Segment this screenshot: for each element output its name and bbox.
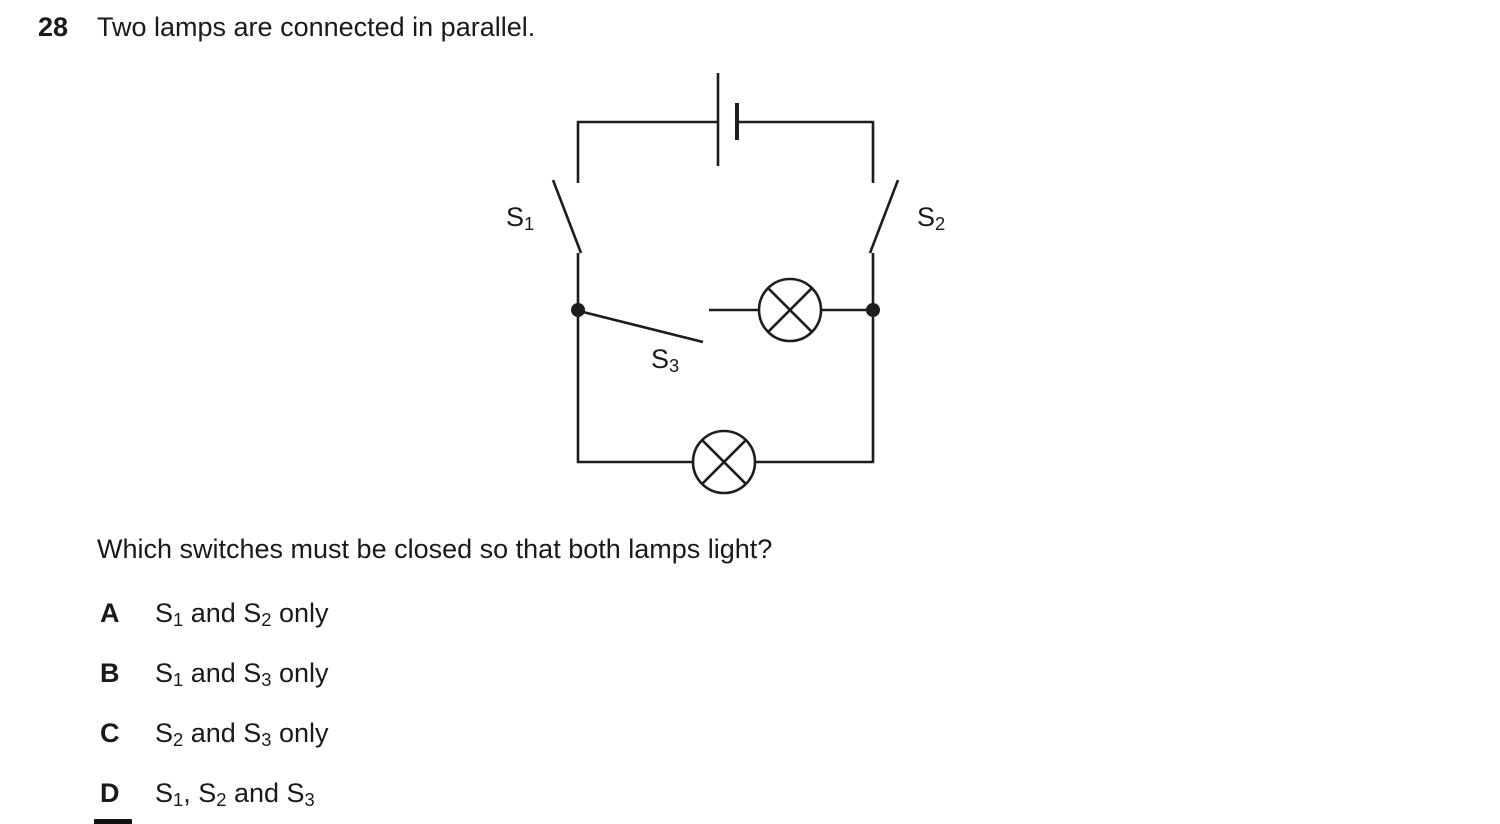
text-run: S xyxy=(155,598,174,628)
option-letter: C xyxy=(100,718,120,748)
option-text: S1, S2 and S3 xyxy=(155,778,315,809)
text-run: S xyxy=(155,778,174,808)
subscript: 2 xyxy=(261,609,272,631)
label-subscript: 1 xyxy=(524,213,535,235)
question-number: 28 xyxy=(38,12,69,42)
switch-s3-label: S3 xyxy=(651,344,679,375)
subscript: 2 xyxy=(216,789,227,811)
switch-s2-icon xyxy=(868,179,900,254)
label-subscript: 3 xyxy=(669,355,680,377)
switch-s1-icon xyxy=(551,179,583,254)
option-row-b: B S1 and S3 only xyxy=(100,658,329,689)
question-header: 28 Two lamps are connected in parallel. xyxy=(38,12,535,43)
text-run: only xyxy=(271,598,329,628)
label-base: S xyxy=(917,202,936,232)
wire-top-right xyxy=(737,120,875,183)
text-run: S xyxy=(155,658,174,688)
switch-s3-icon xyxy=(582,310,704,344)
text-run: and S xyxy=(183,718,262,748)
subscript: 2 xyxy=(173,729,184,751)
option-text: S1 and S2 only xyxy=(155,598,329,629)
cropped-content-artifact xyxy=(94,819,132,824)
text-run: , S xyxy=(183,778,217,808)
lamp-bottom-icon xyxy=(691,429,757,495)
wire-top-left xyxy=(576,120,718,183)
battery-symbol xyxy=(716,73,739,166)
option-text: S2 and S3 only xyxy=(155,718,329,749)
text-run: and S xyxy=(226,778,305,808)
subscript: 3 xyxy=(304,789,315,811)
option-letter: A xyxy=(100,598,120,628)
text-run: only xyxy=(271,658,329,688)
option-row-c: C S2 and S3 only xyxy=(100,718,329,749)
wire-right-vertical xyxy=(755,253,875,464)
lamp-middle-icon xyxy=(757,277,823,343)
option-row-a: A S1 and S2 only xyxy=(100,598,329,629)
subscript: 3 xyxy=(261,729,272,751)
option-letter: B xyxy=(100,658,120,688)
text-run: and S xyxy=(183,598,262,628)
option-row-d: D S1, S2 and S3 xyxy=(100,778,315,809)
text-run: and S xyxy=(183,658,262,688)
junction-dots xyxy=(571,303,880,317)
subscript: 1 xyxy=(173,609,184,631)
option-letter: D xyxy=(100,778,120,808)
subscript: 3 xyxy=(261,669,272,691)
option-text: S1 and S3 only xyxy=(155,658,329,689)
text-run: S xyxy=(155,718,174,748)
wire-left-vertical xyxy=(576,253,693,464)
switch-s1-label: S1 xyxy=(506,202,534,233)
subscript: 1 xyxy=(173,789,184,811)
text-run: only xyxy=(271,718,329,748)
label-base: S xyxy=(651,344,670,374)
subscript: 1 xyxy=(173,669,184,691)
label-base: S xyxy=(506,202,525,232)
question-prompt: Which switches must be closed so that bo… xyxy=(97,534,773,564)
switch-s2-label: S2 xyxy=(917,202,945,233)
question-text: Two lamps are connected in parallel. xyxy=(97,12,536,42)
label-subscript: 2 xyxy=(935,213,946,235)
